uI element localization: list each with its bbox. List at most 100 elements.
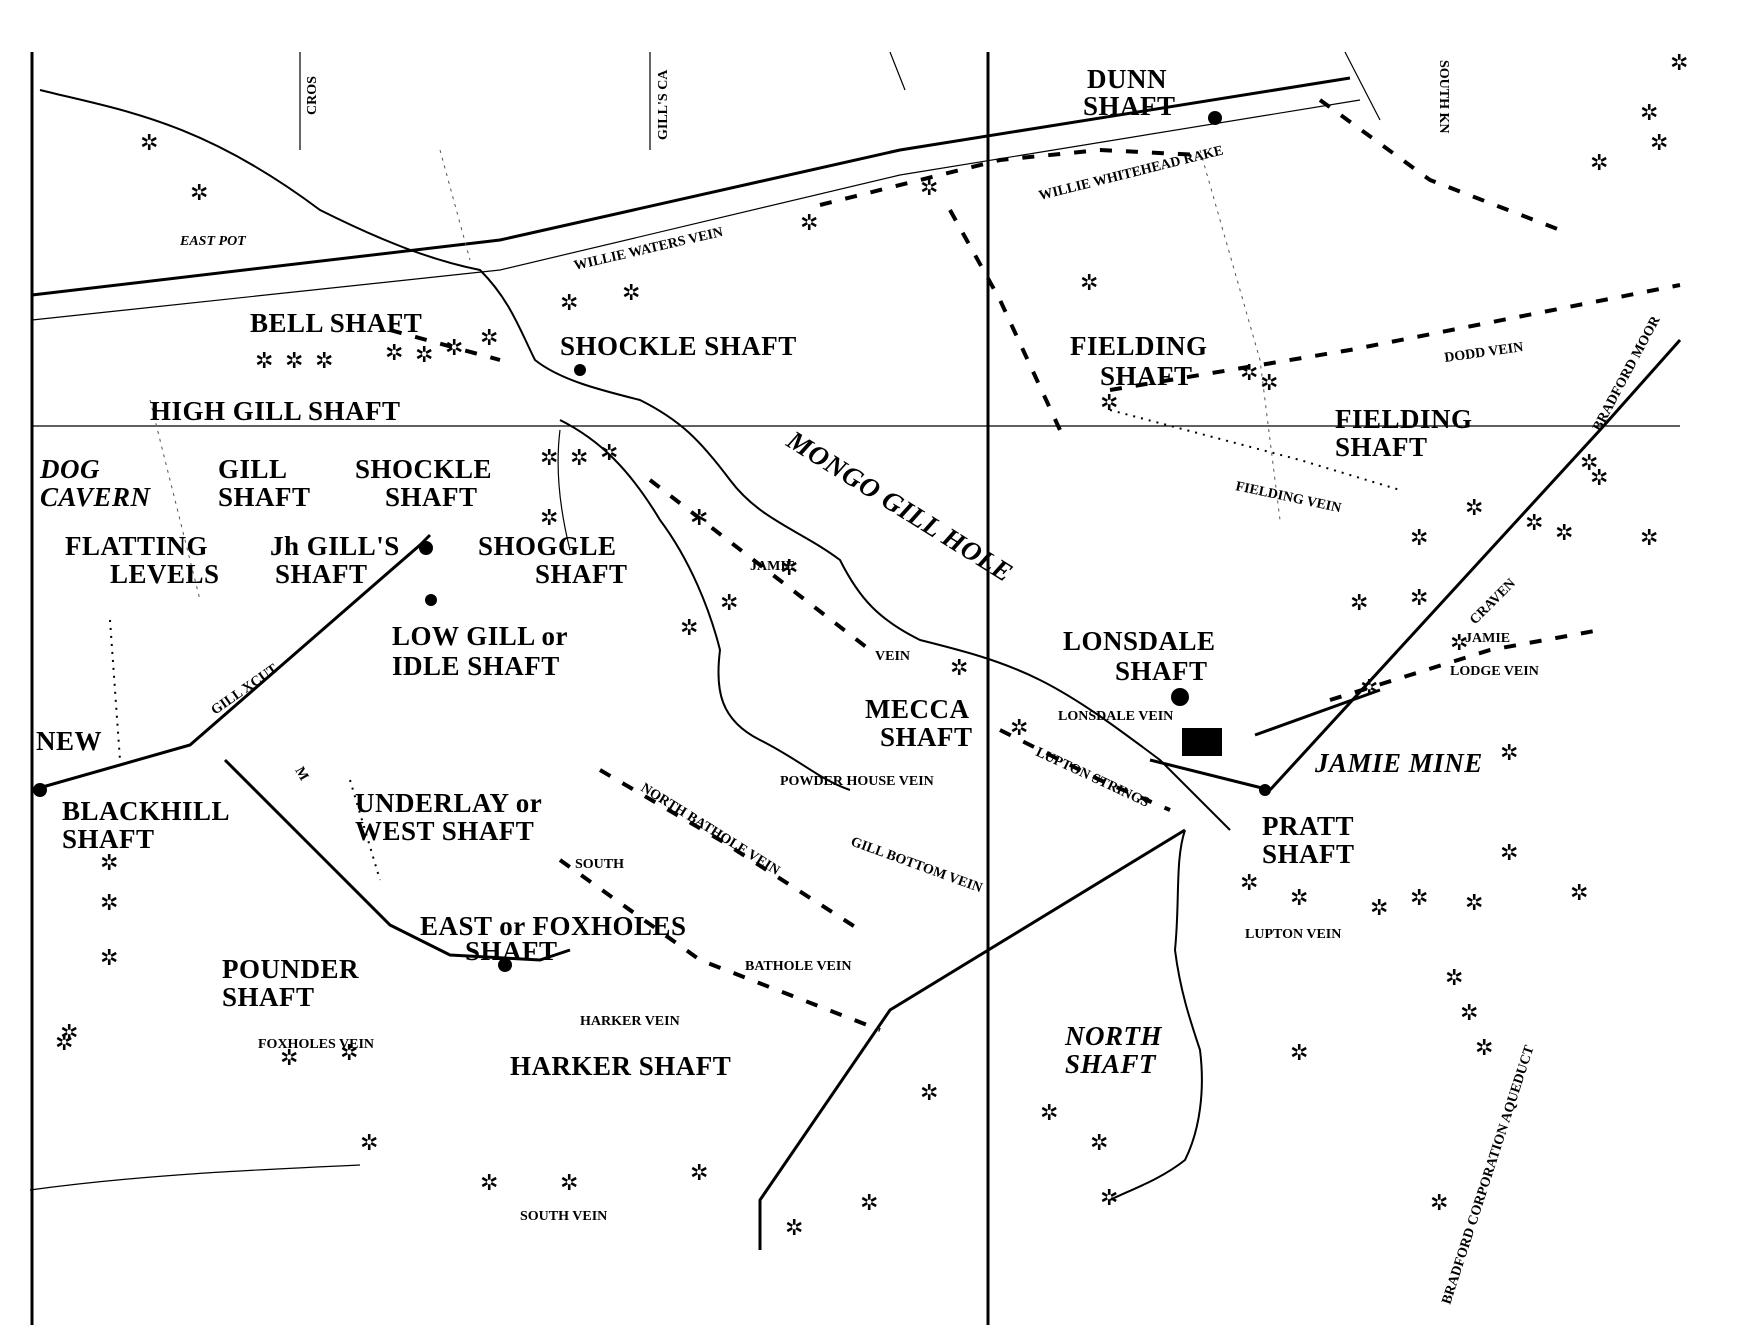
svg-text:✲: ✲ — [1360, 676, 1378, 701]
jh-gills-shaft-marker — [419, 541, 433, 555]
svg-text:✲: ✲ — [560, 1171, 578, 1196]
svg-text:✲: ✲ — [540, 446, 558, 471]
svg-text:✲: ✲ — [1010, 716, 1028, 741]
svg-text:✲: ✲ — [315, 349, 333, 374]
svg-text:✲: ✲ — [950, 656, 968, 681]
svg-text:✲: ✲ — [1640, 101, 1658, 126]
svg-text:✲: ✲ — [1090, 1131, 1108, 1156]
mongo-gill-stream — [39, 89, 1231, 831]
new-label: NEW — [36, 726, 102, 756]
svg-text:✲: ✲ — [1445, 966, 1463, 991]
svg-text:✲: ✲ — [1465, 496, 1483, 521]
gill-bottom-vein-label: GILL BOTTOM VEIN — [849, 835, 985, 897]
svg-text:✲: ✲ — [1460, 1001, 1478, 1026]
svg-text:✲: ✲ — [690, 506, 708, 531]
svg-text:✲: ✲ — [1450, 631, 1468, 656]
old-workings: ✲✲✲ ✲✲✲ ✲✲✲ ✲✲✲ ✲✲✲ ✲✲✲ ✲✲✲ ✲✲✲ ✲✲✲ ✲✲✲ … — [55, 51, 1688, 1241]
hair-north — [149, 149, 1281, 601]
svg-text:✲: ✲ — [255, 349, 273, 374]
north-bathole-line — [598, 768, 862, 932]
jamie-mine-label: JAMIE MINE — [1314, 748, 1483, 778]
svg-text:✲: ✲ — [1040, 1101, 1058, 1126]
shaft-markers — [33, 111, 1271, 972]
svg-text:✲: ✲ — [680, 616, 698, 641]
svg-text:✲: ✲ — [1430, 1191, 1448, 1216]
lonsdale-track — [1149, 688, 1381, 792]
svg-text:✲: ✲ — [1290, 1041, 1308, 1066]
svg-text:✲: ✲ — [100, 851, 118, 876]
top-road-edge — [31, 99, 1361, 321]
gill-xcut — [31, 533, 432, 792]
svg-text:✲: ✲ — [1350, 591, 1368, 616]
east-foxholes-shaft-marker — [498, 958, 512, 972]
svg-text:✲: ✲ — [385, 341, 403, 366]
svg-text:✲: ✲ — [1465, 891, 1483, 916]
svg-text:✲: ✲ — [540, 506, 558, 531]
svg-text:✲: ✲ — [600, 441, 618, 466]
south-stream — [1109, 829, 1203, 1201]
south-bathole-line — [558, 858, 881, 1032]
svg-text:✲: ✲ — [1475, 1036, 1493, 1061]
harker-vein-label: HARKER VEIN — [580, 1014, 680, 1029]
svg-text:✲: ✲ — [100, 891, 118, 916]
willie-whitehead-line — [1318, 98, 1561, 232]
south-vein-label: SOUTH VEIN — [520, 1209, 607, 1224]
dodd-vein-label: DODD VEIN — [1443, 340, 1524, 366]
jamie-mine-building — [1182, 728, 1222, 756]
svg-text:✲: ✲ — [1525, 511, 1543, 536]
svg-text:✲: ✲ — [560, 291, 578, 316]
svg-text:✲: ✲ — [1370, 896, 1388, 921]
svg-text:✲: ✲ — [1570, 881, 1588, 906]
pratt-shaft-marker — [1259, 784, 1271, 796]
svg-text:✲: ✲ — [860, 1191, 878, 1216]
svg-text:✲: ✲ — [1590, 151, 1608, 176]
fielding-vein-label: FIELDING VEIN — [1234, 479, 1342, 516]
gill-xcut-label: GILL XCUT — [209, 661, 282, 718]
lupton-strings-label: LUPTON STRINGS — [1033, 745, 1151, 811]
bradford-aqueduct-label: BRADFORD CORPORATION AQUEDUCT — [1440, 1043, 1538, 1306]
bradford-moor-label: BRADFORD MOOR — [1590, 313, 1664, 434]
jamie-lodge-line — [1329, 628, 1601, 702]
svg-text:✲: ✲ — [480, 1171, 498, 1196]
svg-text:✲: ✲ — [1555, 521, 1573, 546]
mongo-gill-hole-label: MONGO GILL HOLE — [781, 424, 1018, 588]
svg-text:✲: ✲ — [622, 281, 640, 306]
svg-text:✲: ✲ — [1240, 871, 1258, 896]
svg-text:✲: ✲ — [1410, 886, 1428, 911]
svg-text:✲: ✲ — [1240, 361, 1258, 386]
svg-text:✲: ✲ — [280, 1046, 298, 1071]
svg-text:✲: ✲ — [690, 1161, 708, 1186]
svg-text:✲: ✲ — [785, 1216, 803, 1241]
north-bathole-vein-label: NORTH BATHOLE VEIN — [638, 781, 782, 879]
svg-text:✲: ✲ — [1100, 391, 1118, 416]
svg-text:✲: ✲ — [55, 1031, 73, 1056]
svg-text:✲: ✲ — [720, 591, 738, 616]
dodd-vein-line — [1109, 283, 1681, 392]
east-pot-label: EAST POT — [179, 234, 247, 249]
south-bathole-vein-label: SOUTHBATHOLE VEIN — [575, 857, 851, 974]
west-stream — [29, 429, 571, 1191]
south-kn-label: SOUTH KN — [1436, 60, 1451, 134]
branch-stream — [559, 419, 851, 791]
svg-text:✲: ✲ — [1410, 586, 1428, 611]
willie-waters-vein-line — [819, 147, 1201, 207]
svg-text:✲: ✲ — [360, 1131, 378, 1156]
svg-text:✲: ✲ — [100, 946, 118, 971]
svg-text:✲: ✲ — [1290, 886, 1308, 911]
svg-text:✲: ✲ — [1500, 741, 1518, 766]
powder-house-vein-label: POWDER HOUSE VEIN — [780, 774, 934, 789]
svg-text:✲: ✲ — [140, 131, 158, 156]
svg-text:✲: ✲ — [1590, 466, 1608, 491]
